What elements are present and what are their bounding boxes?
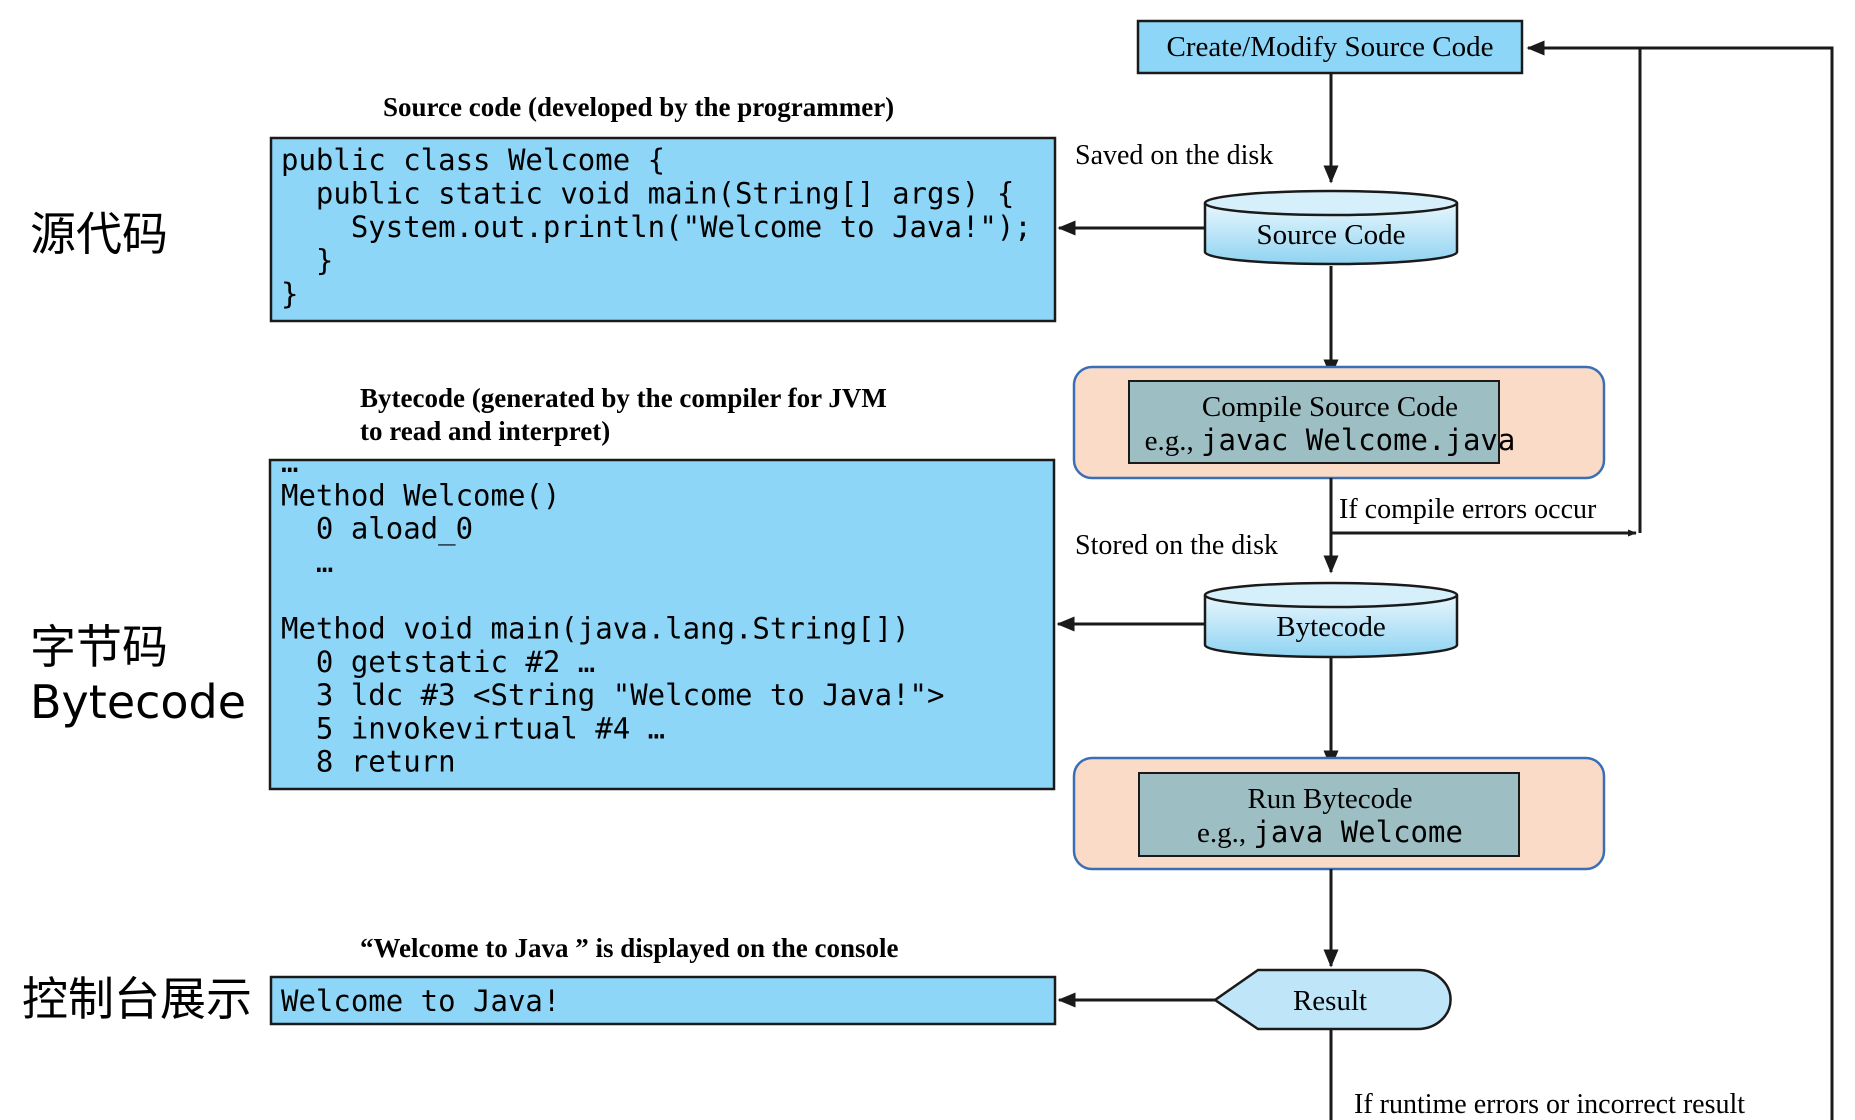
compile-step-title: Compile Source Code [1202, 391, 1458, 423]
result-label: Result [1293, 985, 1367, 1017]
bytecode-line: 3 ldc #3 <String "Welcome to Java!"> [281, 678, 944, 712]
run-step-example: e.g., java Welcome [1197, 815, 1463, 849]
compile-step-node: Compile Source Code e.g., javac Welcome.… [1072, 365, 1606, 480]
source-code-line: } [281, 244, 333, 278]
bytecode-database: Bytecode [1203, 581, 1459, 659]
source-code-database-label: Source Code [1257, 219, 1406, 251]
bytecode-line: … [281, 545, 333, 579]
create-modify-node [1136, 19, 1524, 75]
create-modify-label: Create/Modify Source Code [1167, 31, 1494, 63]
source-code-line: public static void main(String[] args) { [281, 177, 1014, 211]
side-label-bytecode-en: Bytecode [30, 675, 246, 729]
compile-errors-label: If compile errors occur [1339, 494, 1597, 525]
side-label-source: 源代码 [30, 207, 168, 261]
caption-source-code: Source code (developed by the programmer… [383, 92, 894, 122]
caption-console: “Welcome to Java ” is displayed on the c… [360, 933, 899, 963]
source-code-panel [269, 136, 1057, 323]
side-label-console: 控制台展示 [22, 972, 252, 1026]
bytecode-line: 0 aload_0 [281, 512, 473, 547]
source-code-line: System.out.println("Welcome to Java!"); [281, 210, 1032, 244]
side-label-bytecode-cn: 字节码 [30, 620, 168, 674]
runtime-errors-loop [1329, 46, 1834, 1120]
bytecode-line: 5 invokevirtual #4 … [281, 711, 665, 745]
bytecode-lines: …Method Welcome() 0 aload_0 …Method void… [281, 445, 944, 779]
result-node: Result [1212, 968, 1452, 1031]
caption-bytecode-line1: Bytecode (generated by the compiler for … [360, 383, 887, 413]
console-output-text: Welcome to Java! [281, 984, 560, 1018]
bytecode-line: 8 return [281, 745, 456, 779]
console-output-panel [269, 975, 1057, 1026]
bytecode-database-label: Bytecode [1276, 611, 1386, 643]
source-code-line: } [281, 277, 298, 311]
saved-on-disk-label: Saved on the disk [1075, 140, 1273, 171]
caption-bytecode-line2: to read and interpret) [360, 416, 610, 446]
bytecode-line: … [281, 445, 298, 479]
stored-on-disk-label: Stored on the disk [1075, 530, 1278, 561]
run-step-title: Run Bytecode [1247, 783, 1412, 815]
bytecode-line: Method void main(java.lang.String[]) [281, 612, 910, 646]
source-code-lines: public class Welcome { public static voi… [281, 143, 1032, 311]
run-step-node: Run Bytecode e.g., java Welcome [1072, 756, 1606, 871]
source-code-database: Source Code [1203, 189, 1459, 266]
bytecode-line: Method Welcome() [281, 478, 560, 512]
bytecode-line: 0 getstatic #2 … [281, 645, 595, 679]
bytecode-panel [268, 458, 1056, 791]
source-code-line: public class Welcome { [281, 143, 665, 177]
compile-step-example: e.g., javac Welcome.java [1145, 423, 1516, 457]
runtime-errors-label: If runtime errors or incorrect result [1354, 1089, 1745, 1120]
